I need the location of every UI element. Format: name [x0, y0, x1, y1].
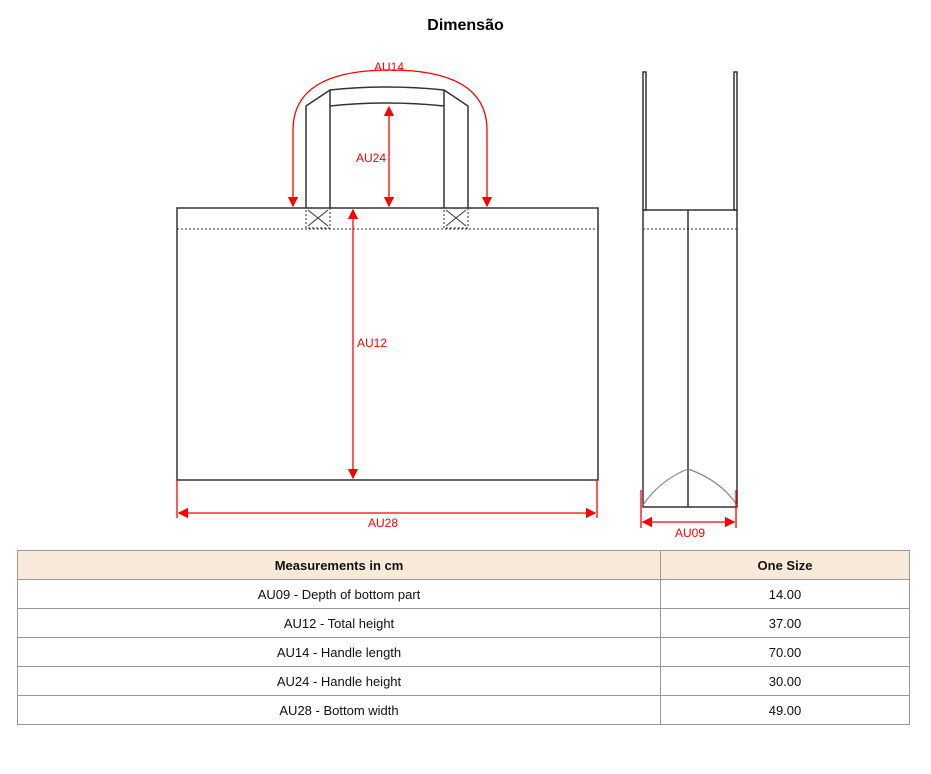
header-measurement: Measurements in cm	[17, 550, 661, 580]
cell-measurement: AU12 - Total height	[17, 608, 661, 638]
bag-front-view	[176, 86, 599, 481]
au14-arrow	[287, 69, 493, 208]
au28-label: AU28	[368, 516, 398, 530]
au24-label: AU24	[356, 151, 386, 165]
cell-measurement: AU28 - Bottom width	[17, 695, 661, 725]
cell-value: 30.00	[660, 666, 910, 696]
bag-side-view	[642, 71, 738, 508]
cell-value: 37.00	[660, 608, 910, 638]
header-size: One Size	[660, 550, 910, 580]
cell-measurement: AU14 - Handle length	[17, 637, 661, 667]
cell-value: 49.00	[660, 695, 910, 725]
au14-label: AU14	[374, 60, 404, 74]
cell-value: 14.00	[660, 579, 910, 609]
au12-label: AU12	[357, 336, 387, 350]
cell-measurement: AU24 - Handle height	[17, 666, 661, 696]
cell-value: 70.00	[660, 637, 910, 667]
au09-label: AU09	[675, 526, 705, 540]
bag-dimension-diagram: AU14 AU24 AU12 AU28 AU09	[176, 60, 738, 540]
cell-measurement: AU09 - Depth of bottom part	[17, 579, 661, 609]
page-title: Dimensão	[427, 17, 504, 34]
